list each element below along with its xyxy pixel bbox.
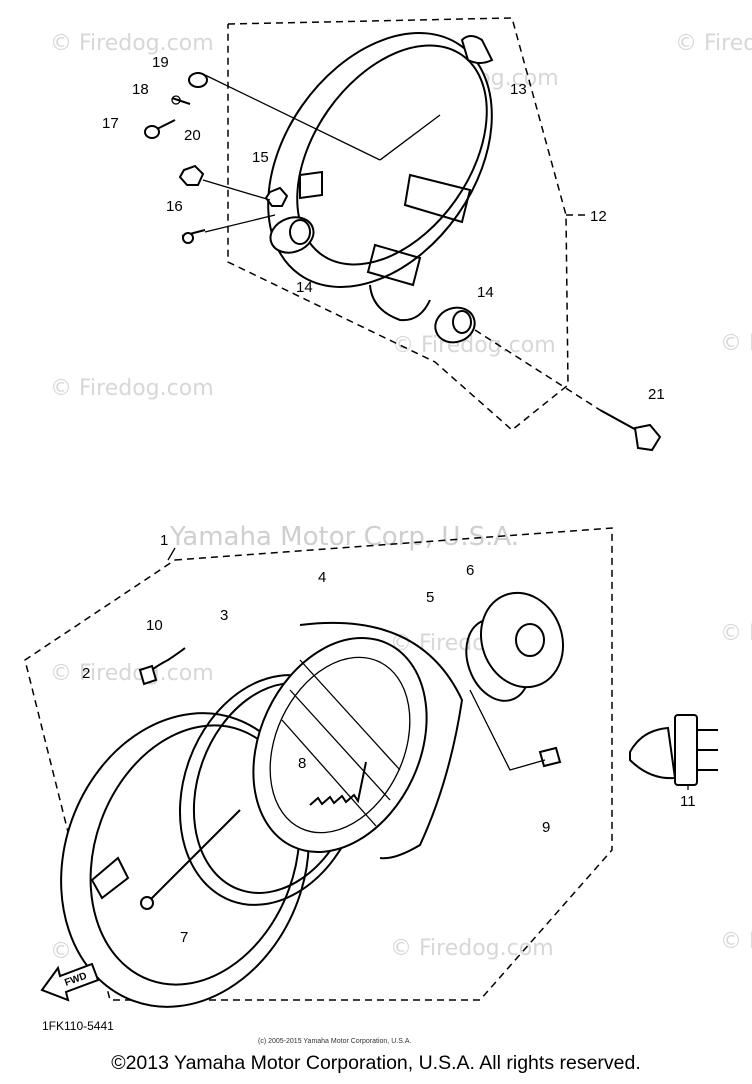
small-copyright: (c) 2005-2015 Yamaha Motor Corporation, … bbox=[258, 1038, 411, 1045]
watermark-site-5: © Firedog.com bbox=[392, 333, 556, 358]
bolt-21-shank bbox=[599, 409, 641, 433]
callout-6: 6 bbox=[466, 562, 474, 579]
screw-7 bbox=[149, 809, 241, 901]
nut-15 bbox=[264, 186, 289, 207]
callout-2: 2 bbox=[82, 665, 90, 682]
callout-11: 11 bbox=[680, 793, 696, 810]
socket-cover-6-hole bbox=[515, 623, 545, 657]
bulb-11-glass bbox=[629, 726, 677, 780]
screw-7-head bbox=[140, 896, 154, 910]
callout-layer: 1 2 3 4 5 6 7 8 9 10 11 12 13 14 14 15 1… bbox=[82, 54, 696, 946]
washer-19 bbox=[188, 72, 208, 88]
watermark-site-1: © Firedog.com bbox=[50, 31, 214, 56]
callout-19: 19 bbox=[152, 54, 169, 71]
housing-bracket-dashed bbox=[227, 17, 569, 431]
leader-9-wire bbox=[469, 689, 546, 771]
lens-4-line-c bbox=[281, 719, 377, 827]
lens-4-reflector bbox=[299, 621, 464, 860]
callout-10: 10 bbox=[146, 617, 163, 634]
lens-4-pattern bbox=[269, 656, 411, 834]
rim-2-inner bbox=[89, 724, 301, 986]
housing-slot-upper bbox=[403, 173, 472, 224]
leader-21 bbox=[474, 329, 601, 411]
screw-16-head bbox=[182, 232, 194, 244]
leader-19b bbox=[379, 114, 441, 161]
bolt-21-head bbox=[633, 423, 662, 452]
callout-17: 17 bbox=[102, 115, 119, 132]
socket-cover-6 bbox=[479, 591, 565, 689]
watermark-site-3: © Firedog.com bbox=[675, 31, 752, 56]
drawing-code: 1FK110-5441 bbox=[42, 1019, 114, 1033]
grommet-13 bbox=[460, 35, 494, 64]
callout-15: 15 bbox=[252, 149, 269, 166]
rim-2-outer bbox=[60, 712, 310, 1008]
spring-8 bbox=[309, 761, 367, 806]
housing-slot-lower bbox=[366, 243, 422, 287]
watermark-site-4: © Firedog.com bbox=[50, 376, 214, 401]
footer-copyright: ©2013 Yamaha Motor Corporation, U.S.A. A… bbox=[111, 1052, 641, 1074]
callout-4: 4 bbox=[318, 569, 326, 586]
callout-16: 16 bbox=[166, 198, 183, 215]
watermark-site-7: © Firedog.com bbox=[50, 661, 214, 686]
unit-bracket-dashed bbox=[24, 527, 613, 1001]
watermark-site-9: © Firedog.com bbox=[720, 621, 752, 646]
clip-18 bbox=[171, 97, 191, 105]
watermark-site-6: © Firedog.com bbox=[720, 331, 752, 356]
collar-14-left-hole bbox=[289, 219, 311, 245]
headlight-exploded-diagram: © Firedog.com © Firedog.com © Firedog.co… bbox=[24, 17, 752, 1045]
callout-7: 7 bbox=[180, 929, 188, 946]
collar-14-right-hole bbox=[452, 310, 472, 334]
clip-18-ring bbox=[171, 95, 181, 105]
housing-shell-outer bbox=[267, 32, 493, 288]
lens-4-line-a bbox=[289, 689, 391, 801]
callout-12: 12 bbox=[590, 208, 607, 225]
callout-3: 3 bbox=[220, 607, 228, 624]
rim-2-tab bbox=[90, 856, 130, 900]
screw-17-head bbox=[144, 125, 160, 139]
cord-10-clip bbox=[138, 664, 158, 686]
callout-20: 20 bbox=[184, 127, 201, 144]
leader-16 bbox=[204, 214, 276, 233]
callout-14-right: 14 bbox=[477, 284, 494, 301]
leader-1 bbox=[167, 547, 176, 561]
callout-18: 18 bbox=[132, 81, 149, 98]
lens-4-line-b bbox=[299, 659, 401, 771]
watermark-site-12: © Firedog.com bbox=[720, 929, 752, 954]
housing-mount-ear bbox=[369, 284, 431, 322]
callout-5: 5 bbox=[426, 589, 434, 606]
leader-19 bbox=[204, 74, 381, 161]
collar-14-right bbox=[434, 306, 476, 344]
leader-20 bbox=[202, 179, 271, 201]
callout-8: 8 bbox=[298, 755, 306, 772]
watermark-site-11: © Firedog.com bbox=[390, 936, 554, 961]
clip-9 bbox=[538, 746, 562, 768]
bulb-11-base bbox=[674, 714, 698, 786]
housing-tab bbox=[299, 170, 323, 200]
headlight-unit-group: FWD bbox=[24, 527, 718, 1008]
nut-20 bbox=[178, 164, 205, 186]
callout-13: 13 bbox=[510, 81, 527, 98]
callout-9: 9 bbox=[542, 819, 550, 836]
housing-shell-inner bbox=[296, 44, 488, 266]
callout-21: 21 bbox=[648, 386, 665, 403]
fwd-arrow-icon bbox=[40, 962, 100, 1002]
callout-14-left: 14 bbox=[296, 279, 313, 296]
callout-1: 1 bbox=[160, 532, 168, 549]
housing-group bbox=[144, 17, 662, 452]
